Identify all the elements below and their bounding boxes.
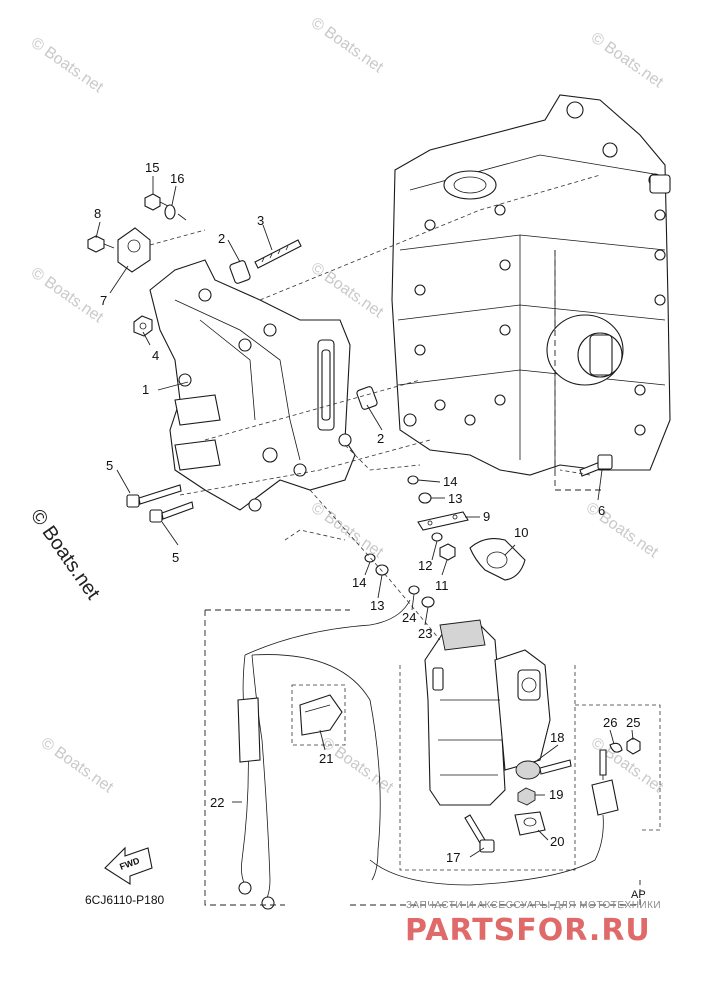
starter-motor xyxy=(424,619,551,806)
callout-24: 24 xyxy=(402,610,416,625)
callout-6: 6 xyxy=(598,503,605,518)
bolt-13-upper xyxy=(418,492,432,504)
callout-11: 11 xyxy=(435,578,449,593)
callout-21: 21 xyxy=(319,751,333,766)
washer-16 xyxy=(164,204,187,221)
cable-clamp xyxy=(469,538,526,581)
callout-23: 23 xyxy=(418,626,432,641)
shop-tagline: ЗАПЧАСТИ И АКСЕССУАРЫ ДЛЯ МОТОТЕХНИКИ xyxy=(406,900,661,911)
dashed-outlines xyxy=(149,174,661,906)
callout-14-lower: 14 xyxy=(352,575,366,590)
callout-22: 22 xyxy=(210,795,224,810)
callout-13-upper: 13 xyxy=(448,491,462,506)
diagram-code: 6CJ6110-P180 xyxy=(85,893,164,907)
callout-2-upper: 2 xyxy=(218,231,225,246)
callout-5-upper: 5 xyxy=(106,458,113,473)
callout-numbers: 1 2 2 3 4 5 5 6 7 8 9 10 11 12 13 13 14 … xyxy=(94,160,640,865)
callout-5-lower: 5 xyxy=(172,550,179,565)
callout-10: 10 xyxy=(514,525,528,540)
watermark: © Boats.net xyxy=(28,264,107,326)
callout-19: 19 xyxy=(549,787,563,802)
callout-15: 15 xyxy=(145,160,159,175)
callout-18: 18 xyxy=(550,730,564,745)
washer-26 xyxy=(609,742,623,753)
fwd-arrow-icon: FWD xyxy=(104,846,153,886)
bolt-lower xyxy=(149,501,194,523)
bolt-upper xyxy=(126,484,182,508)
bolt-11 xyxy=(439,543,456,561)
washer-24 xyxy=(408,585,420,595)
callout-20: 20 xyxy=(550,834,564,849)
bolt-23 xyxy=(421,596,435,608)
bracket-assembly xyxy=(149,259,356,512)
callout-2-lower: 2 xyxy=(377,431,384,446)
engine-block xyxy=(391,94,671,491)
bolt-right xyxy=(579,454,613,477)
cap-20 xyxy=(514,811,546,836)
connector xyxy=(369,749,619,886)
watermark: © Boats.net xyxy=(583,499,662,561)
leader-lines xyxy=(95,176,634,858)
callout-1: 1 xyxy=(142,382,149,397)
bracket-plate xyxy=(417,511,469,531)
watermark: © Boats.net xyxy=(308,14,387,76)
spacer-lower xyxy=(356,386,378,410)
watermark: © Boats.net xyxy=(308,499,387,561)
callout-13-lower: 13 xyxy=(370,598,384,613)
callout-17: 17 xyxy=(446,850,460,865)
washer-14-upper xyxy=(407,475,419,485)
nut xyxy=(133,315,153,337)
callout-25: 25 xyxy=(626,715,640,730)
cable-22 xyxy=(237,599,411,910)
callout-12: 12 xyxy=(418,558,432,573)
watermark: © Boats.net xyxy=(588,29,667,91)
section-label: AP xyxy=(631,889,646,901)
bolt-15 xyxy=(144,193,169,211)
callout-26: 26 xyxy=(603,715,617,730)
spacer-upper xyxy=(229,260,251,284)
callout-8: 8 xyxy=(94,206,101,221)
callout-9: 9 xyxy=(483,509,490,524)
callout-7: 7 xyxy=(100,293,107,308)
shop-logo-text: PARTSFOR.RU xyxy=(405,913,651,948)
clip-21 xyxy=(299,694,343,736)
copyright-text: © Boats.net xyxy=(26,505,104,604)
bolt-13-lower xyxy=(375,564,389,576)
nut-19 xyxy=(517,787,536,806)
callout-16: 16 xyxy=(170,171,184,186)
watermark: © Boats.net xyxy=(28,34,107,96)
washer-14-lower xyxy=(364,553,376,563)
mounting-plate xyxy=(117,227,151,273)
bolt-17 xyxy=(464,814,495,853)
watermark: © Boats.net xyxy=(308,259,387,321)
watermark: © Boats.net xyxy=(38,734,117,796)
nut-25 xyxy=(626,737,641,755)
callout-14-upper: 14 xyxy=(443,474,457,489)
callout-3: 3 xyxy=(257,213,264,228)
terminal-18 xyxy=(515,759,572,780)
stud-bolt xyxy=(254,239,302,269)
bolt-small xyxy=(87,235,115,253)
callout-4: 4 xyxy=(152,348,159,363)
shop-logo: ЗАПЧАСТИ И АКСЕССУАРЫ ДЛЯ МОТОТЕХНИКИ PA… xyxy=(405,900,661,948)
washer-12 xyxy=(431,532,443,542)
